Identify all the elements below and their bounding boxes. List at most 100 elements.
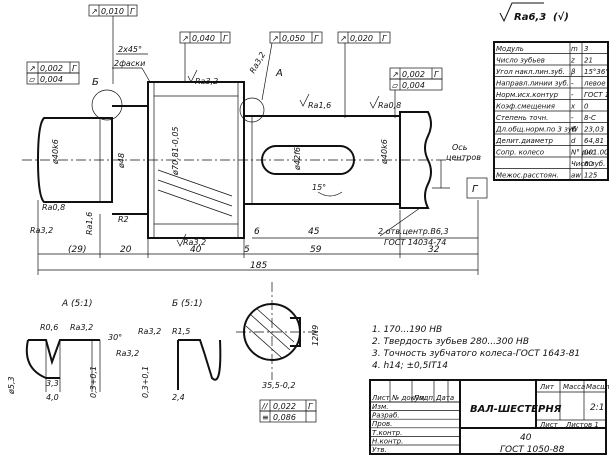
callout-a: А [275,68,283,79]
param-cell: Направл.линии зуб. [496,80,569,88]
svg-text:Ra3,2: Ra3,2 [70,323,93,332]
svg-text:Ra3,2: Ra3,2 [138,327,161,336]
param-cell: 8-С [584,114,596,122]
detail-b-circle [91,89,123,121]
dim-20: 20 [120,245,132,255]
svg-text:0,3+0,1: 0,3+0,1 [141,366,150,398]
svg-text:Ra3,2: Ra3,2 [195,77,218,86]
svg-text:Ra0,8: Ra0,8 [42,203,65,212]
param-cell: β [571,68,576,76]
param-cell: aw [571,172,581,180]
param-cell: Дл.общ.норм.по 3 зуб [495,126,577,134]
svg-text:Г: Г [382,34,387,43]
svg-text:2:1: 2:1 [590,403,604,413]
section-view: 35,5-0,2 12N9 // ≡ 0,022 0,086 Г [236,282,320,423]
center-note-2: ГОСТ 14034-74 [384,238,446,247]
param-cell: 001.003 [584,149,609,157]
title-block-col-label: Дата [435,394,454,402]
left-flat: 0,004 [40,75,63,84]
svg-text:0,040: 0,040 [192,34,215,43]
param-cell: 23,03 [584,126,604,134]
detail-b-view: Б (5:1) Ra3,2 R1,5 0,3+0,1 2,4 [138,299,222,402]
title-block-col-label: № докум. [391,394,427,402]
param-cell: - [571,80,574,88]
svg-text:0,010: 0,010 [101,7,124,16]
param-cell: - [571,91,574,99]
axis-note-2: центров [446,153,481,162]
title-block-row-label: Пров. [372,420,392,428]
dim-45: 45 [308,227,320,237]
svg-text:Ra1,6: Ra1,6 [308,101,331,110]
svg-text:Ra3,2: Ra3,2 [30,226,53,235]
svg-text:Г: Г [314,34,319,43]
general-roughness-value: Ra6,3 [514,12,546,23]
param-cell: 15°36' [584,68,607,76]
title-block-row-label: Разраб. [372,412,400,420]
callout-b: Б [92,77,99,88]
svg-text:Г: Г [130,7,135,16]
radius-r2: R2 [118,215,129,224]
svg-text:4. h14; ±0,5IT14: 4. h14; ±0,5IT14 [372,361,448,371]
svg-text:0,050: 0,050 [282,34,305,43]
param-cell: 0 [584,103,589,111]
svg-text:Лист: Лист [539,421,559,429]
left-datum: Г [72,64,77,73]
svg-text:12N9: 12N9 [311,325,320,346]
param-cell: x [570,103,576,111]
dim-6: 6 [254,227,260,237]
param-cell: Число зубьев [496,57,545,65]
param-cell: m [571,45,578,53]
title-block-row-label: Утв. [372,446,387,454]
left-runout: 0,002 [40,64,63,73]
param-cell: W [571,126,579,134]
param-cell: левое [583,80,606,88]
title-block-material: 40 [520,433,532,443]
svg-text:0,3+0,1: 0,3+0,1 [89,366,98,398]
svg-text:↗: ↗ [392,70,399,79]
tolerance-frame-1: ↗ 0,010 Г [88,4,138,84]
svg-text:0,004: 0,004 [402,81,425,90]
title-block: ВАЛ-ШЕСТЕРНЯ 40 ГОСТ 1050-88 Лит Масса М… [369,379,609,455]
svg-text:Ra3,2: Ra3,2 [183,238,206,247]
tolerance-frame-2: ↗ 0,040 Г [179,31,231,82]
general-roughness: Ra6,3 (√) [499,2,569,23]
title-block-col-label: Подп. [414,394,435,402]
param-cell: ГОСТ 13755-81 [584,91,609,99]
chamfer-note: 2фаски [114,59,145,68]
param-cell: Делит.диаметр [495,137,553,145]
angle-15: 15° [312,183,326,192]
svg-text:R1,5: R1,5 [172,327,190,336]
param-cell: - [571,114,574,122]
svg-text:Ra1,6: Ra1,6 [85,212,94,235]
notes: 1. 170...190 НВ 2. Твердость зубьев 280.… [372,325,580,371]
svg-text:Ra3,2: Ra3,2 [248,50,267,75]
tolerance-frame-left: ↗ ▱ 0,002 Г 0,004 [26,61,80,85]
svg-text:↗: ↗ [29,64,36,73]
param-cell: 64,81 [584,137,604,145]
dim-185: 185 [250,261,267,271]
svg-text:Г: Г [434,70,439,79]
param-cell: 3 [584,45,588,53]
svg-text:Г: Г [223,34,228,43]
datum-box: Г [432,160,488,199]
svg-text:А (5:1): А (5:1) [61,299,93,309]
svg-text:Б (5:1): Б (5:1) [172,299,203,309]
svg-text:3,3: 3,3 [46,379,59,388]
svg-text:0,020: 0,020 [350,34,373,43]
param-cell: Модуль [496,45,524,53]
param-cell: z [570,57,575,65]
chamfer-text: 2x45° [118,45,142,54]
title-block-row-label: Изм. [372,403,388,411]
svg-text:Г: Г [308,402,313,411]
center-note-1: 2 отв.центр.В6,3 [378,227,449,236]
param-cell: Межос.расстоян. [496,172,559,180]
param-cell: Сопр. колесо [496,149,544,157]
dim-40: 40 [190,245,202,255]
svg-text:30°: 30° [108,333,122,342]
svg-text:↗: ↗ [272,34,279,43]
svg-text:1. 170...190 НВ: 1. 170...190 НВ [372,325,442,335]
svg-text:▱: ▱ [392,81,399,90]
param-cell: Норм.исх.контур [496,91,559,99]
